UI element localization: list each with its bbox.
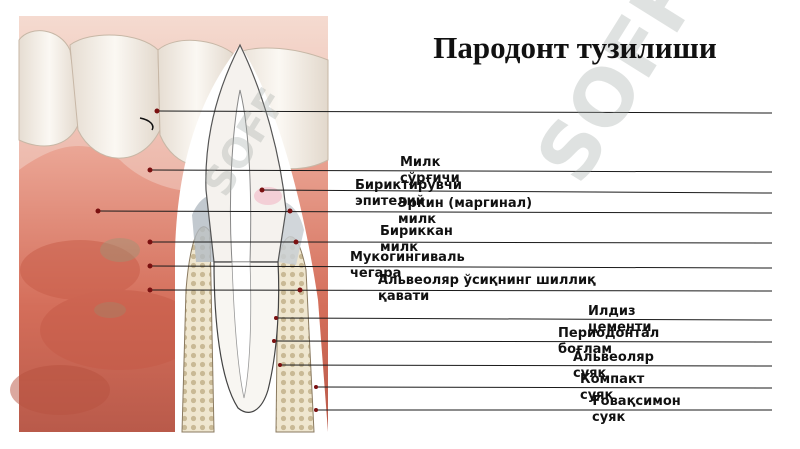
leader-lines (97, 110, 773, 411)
cross-section (175, 43, 328, 433)
gum-texture (10, 238, 200, 415)
leader-points (95, 108, 318, 412)
papilla-pointer (139, 117, 154, 131)
label-free-gingiva: Эркин (маргинал)милк (398, 196, 533, 227)
page-title: Пародонт тузилиши (433, 30, 717, 65)
